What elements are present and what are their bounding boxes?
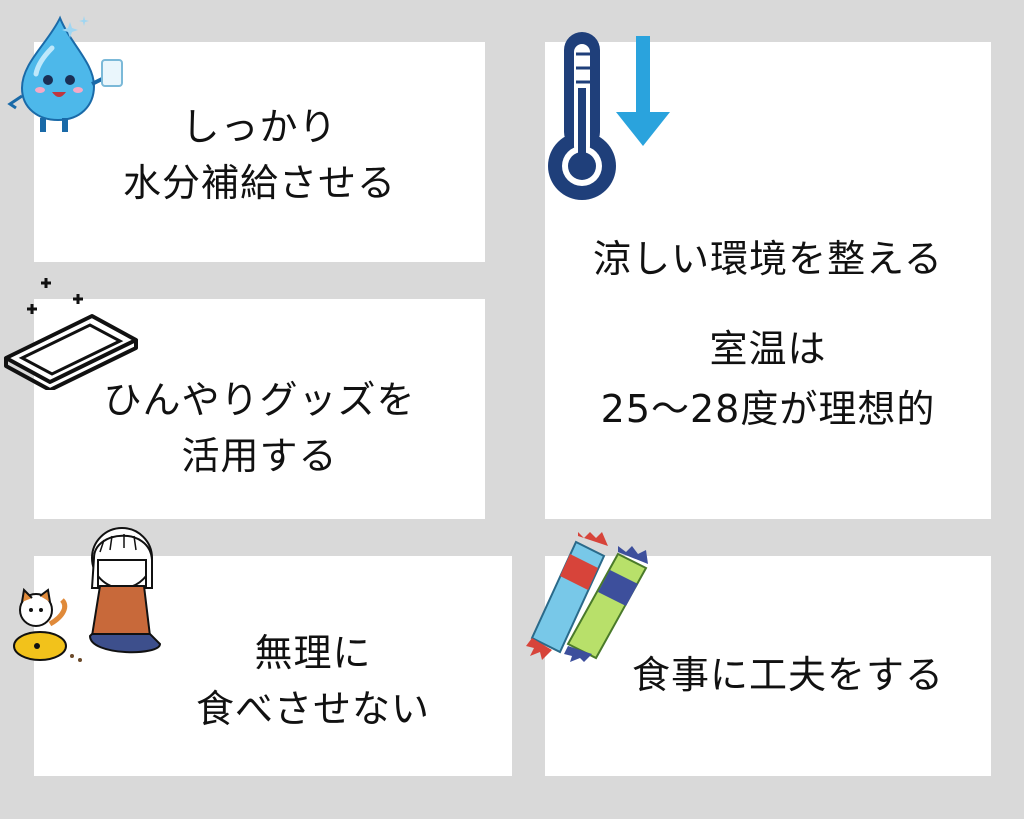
card-hydration-line2: 水分補給させる xyxy=(122,161,396,205)
girl-and-cat-icon xyxy=(13,527,162,662)
card-cool-goods-line1: ひんやりグッズを xyxy=(103,378,416,422)
card-environment-line2: 25〜28度が理想的 xyxy=(600,387,936,431)
card-environment-line1: 室温は xyxy=(709,327,827,371)
card-cool-goods-line2: 活用する xyxy=(181,434,338,478)
card-no-force-line2: 食べさせない xyxy=(195,687,430,731)
card-no-force-line1: 無理に xyxy=(254,631,372,675)
card-environment: 涼しい環境を整える 室温は 25〜28度が理想的 xyxy=(545,42,991,519)
card-cool-goods: ひんやりグッズを 活用する xyxy=(34,299,485,519)
water-drop-mascot-icon xyxy=(7,15,123,132)
thermometer-down-icon xyxy=(548,32,670,200)
card-food-title: 食事に工夫をする xyxy=(631,653,944,697)
cool-mat-icon xyxy=(4,278,138,390)
card-hydration-line1: しっかり xyxy=(181,105,338,149)
card-environment-title: 涼しい環境を整える xyxy=(593,237,943,281)
cat-treats-icon xyxy=(526,532,648,662)
